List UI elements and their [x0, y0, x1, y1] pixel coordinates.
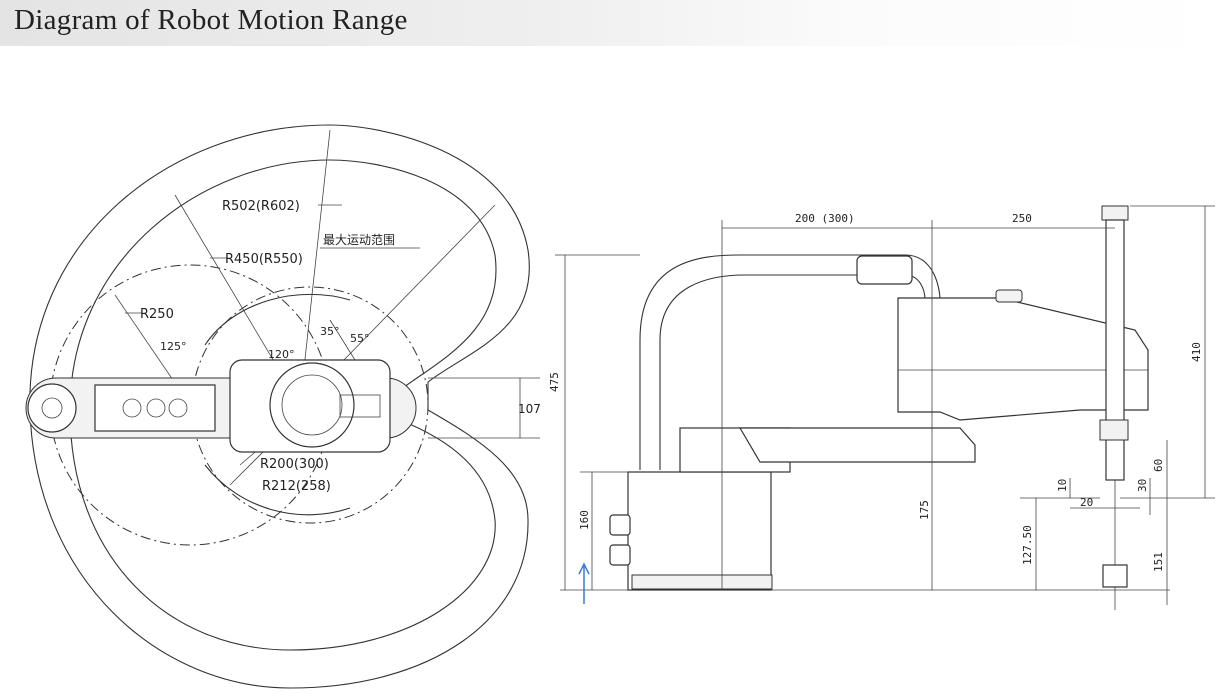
label-r200: R200(300) — [260, 457, 329, 472]
a35-leader — [329, 319, 356, 361]
connector-2 — [609, 544, 631, 566]
label-dim-410: 410 — [1190, 342, 1203, 362]
inner-arc-lower — [204, 464, 351, 516]
side-arm-1-extension — [738, 427, 976, 463]
cable-tube-inner — [659, 274, 926, 470]
screw-cap — [1101, 205, 1129, 221]
label-dim-60: 60 — [1152, 459, 1165, 472]
arm-bolt-3 — [168, 398, 188, 418]
label-angle-55: 55° — [350, 332, 370, 345]
title-bar: Diagram of Robot Motion Range — [0, 0, 1219, 46]
tool-flange — [1102, 564, 1128, 588]
arm-joint-block — [94, 384, 216, 432]
arm-bolt-2 — [146, 398, 166, 418]
r200-circle — [191, 286, 429, 524]
label-angle-125: 125° — [160, 340, 187, 353]
label-dim-250: 250 — [1012, 212, 1032, 225]
base-port — [339, 394, 381, 418]
arm-bolt-1 — [122, 398, 142, 418]
label-r212: R212(258) — [262, 479, 331, 494]
arm-end-hub — [41, 397, 63, 419]
base-turntable-inner — [281, 374, 343, 436]
base-turntable — [269, 362, 355, 448]
label-dim-30: 30 — [1136, 479, 1149, 492]
cable-clamp — [856, 255, 913, 285]
label-dim-107: 107 — [518, 402, 541, 416]
ball-screw — [1105, 219, 1125, 481]
cable-tube-outer — [639, 254, 941, 470]
label-angle-120: 120° — [268, 348, 295, 361]
page-title: Diagram of Robot Motion Range — [14, 4, 408, 36]
label-dim-151: 151 — [1152, 552, 1165, 572]
label-dim-160: 160 — [578, 510, 591, 530]
origin-arrowhead — [578, 562, 590, 575]
connector-1 — [609, 514, 631, 536]
label-dim-127: 127.50 — [1021, 525, 1034, 565]
r502-leader — [299, 129, 331, 406]
label-angle-35: 35° — [320, 325, 340, 338]
label-dim-10: 10 — [1056, 479, 1069, 492]
label-dim-175: 175 — [918, 500, 931, 520]
base-foot — [631, 574, 773, 590]
label-dim-20: 20 — [1080, 496, 1093, 509]
label-r250: R250 — [140, 307, 174, 322]
side-view: 200 (300) 250 475 410 160 175 127.50 151… — [548, 205, 1215, 610]
label-r450: R450(R550) — [225, 252, 303, 267]
arm-end-disc — [27, 383, 77, 433]
label-max-range: 最大运动范围 — [323, 233, 395, 247]
inner-arc — [204, 293, 351, 346]
screw-nut — [1099, 419, 1129, 441]
top-view: R502(R602) R450(R550) 最大运动范围 R250 R200(3… — [25, 124, 541, 689]
label-r502: R502(R602) — [222, 199, 300, 214]
base-column — [627, 471, 772, 591]
arm-2-button — [995, 289, 1023, 303]
label-dim-200: 200 (300) — [795, 212, 855, 225]
label-dim-475: 475 — [548, 372, 561, 392]
